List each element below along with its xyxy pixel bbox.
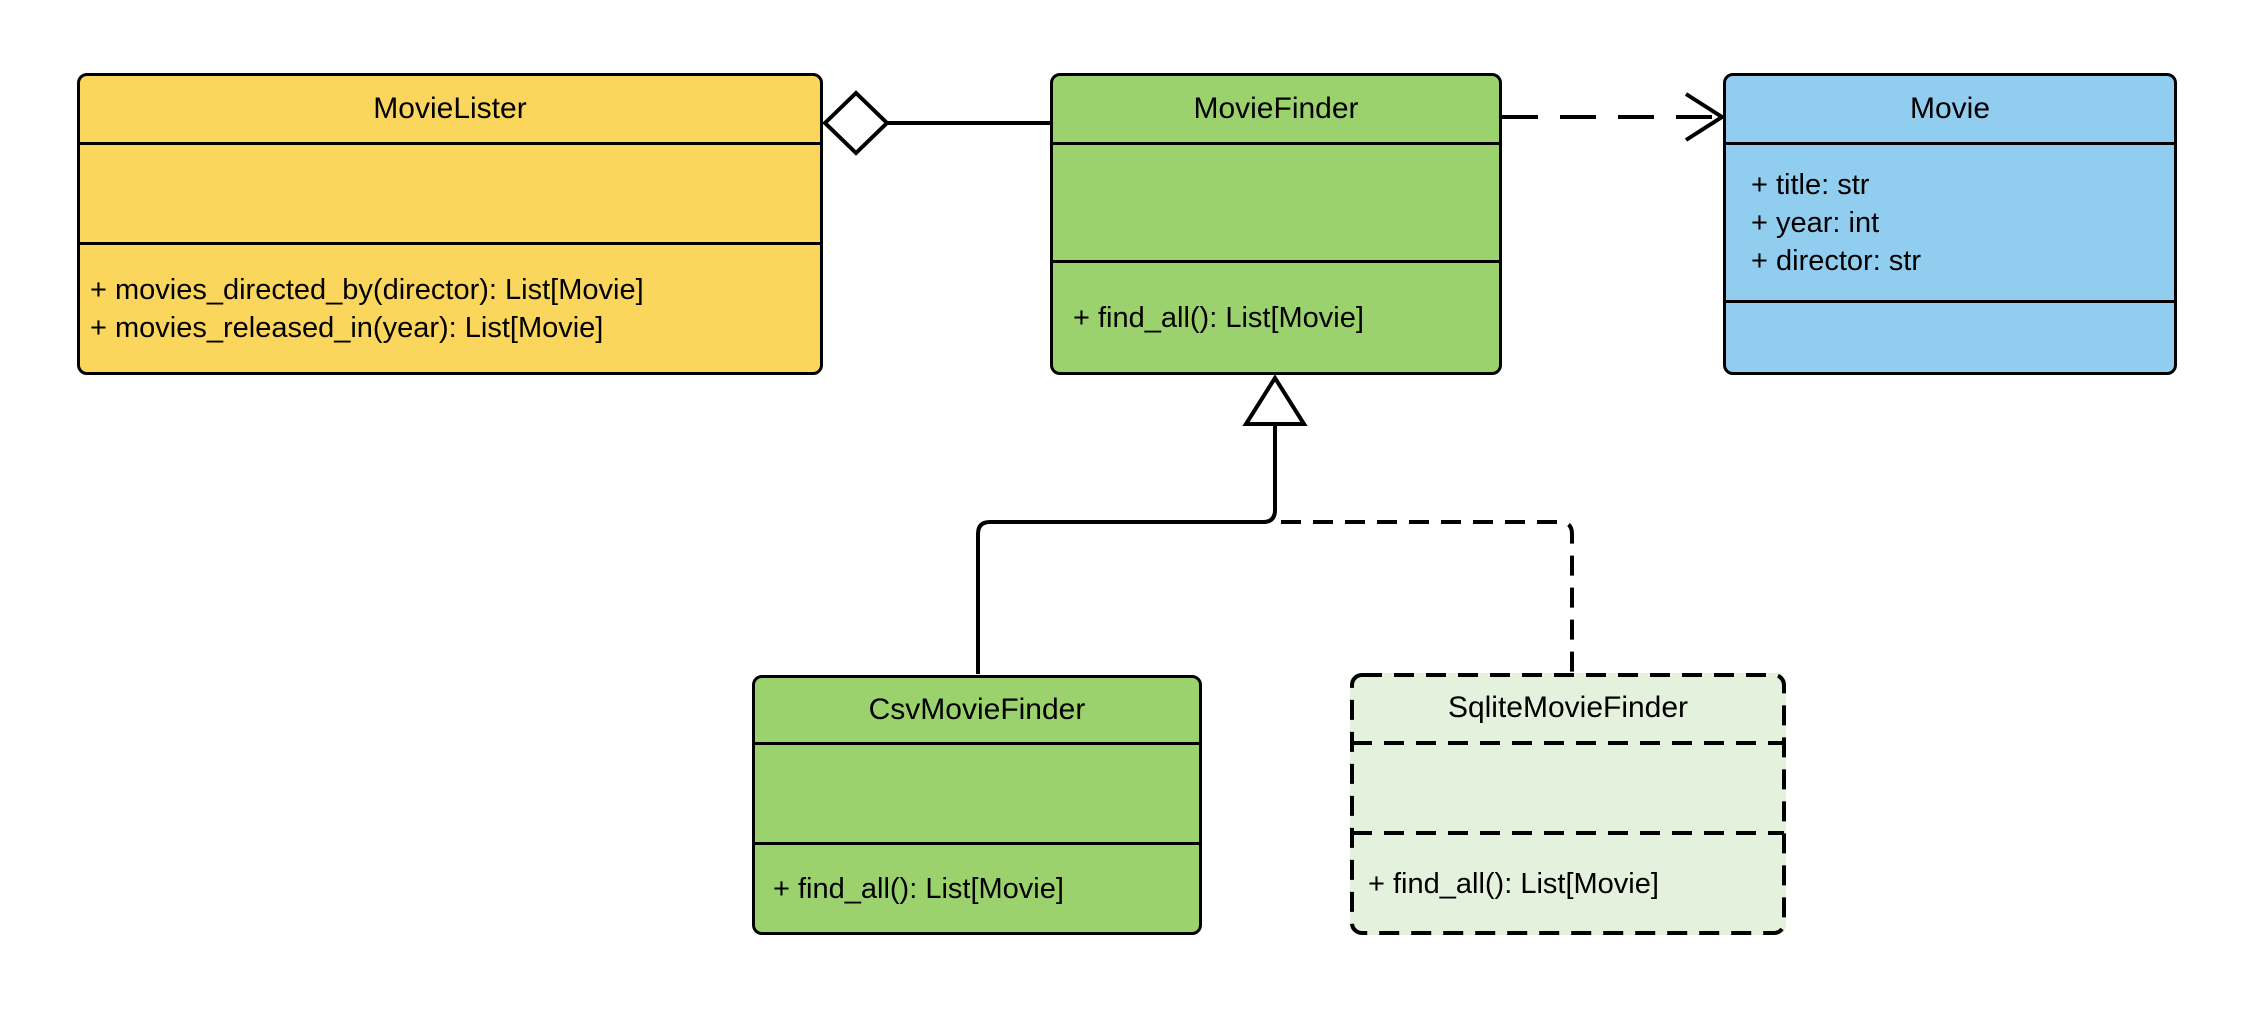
hollow-triangle-marker: [1242, 374, 1308, 426]
class-moviefinder[interactable]: MovieFinder + find_all(): List[Movie]: [1050, 73, 1502, 375]
method-find-all: + find_all(): List[Movie]: [773, 872, 1064, 905]
class-attributes-csvmoviefinder: [755, 742, 1199, 842]
class-name-label: MovieLister: [373, 92, 527, 125]
method-find-all: + find_all(): List[Movie]: [1073, 301, 1364, 334]
generalization-dashed-line: [1281, 520, 1574, 672]
class-name-label: SqliteMovieFinder: [1447, 691, 1689, 724]
generalization-dashed-connector[interactable]: [1281, 520, 1574, 672]
class-movie[interactable]: Movie + title: str + year: int + directo…: [1723, 73, 2177, 375]
class-title-csvmoviefinder: CsvMovieFinder: [755, 678, 1199, 742]
aggregation-connector[interactable]: [822, 90, 1050, 156]
class-title-moviefinder: MovieFinder: [1053, 76, 1499, 142]
class-sqlitemoviefinder[interactable]: SqliteMovieFinder + find_all(): List[Mov…: [1350, 673, 1786, 935]
class-name-label: CsvMovieFinder: [868, 693, 1086, 726]
generalization-solid-line: [976, 424, 1277, 674]
class-title-movielister: MovieLister: [80, 76, 820, 142]
dependency-connector[interactable]: [1502, 92, 1726, 142]
class-title-sqlitemoviefinder: SqliteMovieFinder: [1350, 673, 1786, 743]
attribute-title: + title: str: [1751, 168, 1870, 201]
class-name-label: MovieFinder: [1193, 92, 1359, 125]
method-movies-released-in: + movies_released_in(year): List[Movie]: [90, 311, 604, 344]
class-methods-movie: [1726, 300, 2174, 372]
class-attributes-moviefinder: [1053, 142, 1499, 260]
method-find-all: + find_all(): List[Movie]: [1368, 868, 1659, 900]
hollow-diamond-marker: [822, 90, 890, 156]
class-attributes-sqlitemoviefinder: [1350, 743, 1786, 833]
open-arrowhead-marker: [1684, 92, 1726, 142]
attribute-year: + year: int: [1751, 206, 1880, 239]
class-methods-moviefinder: + find_all(): List[Movie]: [1053, 260, 1499, 372]
class-attributes-movielister: [80, 142, 820, 242]
method-movies-directed-by: + movies_directed_by(director): List[Mov…: [90, 273, 644, 306]
class-name-label: Movie: [1909, 92, 1991, 125]
class-movielister[interactable]: MovieLister + movies_directed_by(directo…: [77, 73, 823, 375]
class-methods-csvmoviefinder: + find_all(): List[Movie]: [755, 842, 1199, 932]
generalization-solid-connector[interactable]: [976, 374, 1308, 674]
class-attributes-movie: + title: str + year: int + director: str: [1726, 142, 2174, 300]
class-methods-movielister: + movies_directed_by(director): List[Mov…: [80, 242, 820, 372]
class-title-movie: Movie: [1726, 76, 2174, 142]
class-methods-sqlitemoviefinder: + find_all(): List[Movie]: [1350, 833, 1786, 935]
attribute-director: + director: str: [1751, 244, 1922, 277]
class-csvmoviefinder[interactable]: CsvMovieFinder + find_all(): List[Movie]: [752, 675, 1202, 935]
